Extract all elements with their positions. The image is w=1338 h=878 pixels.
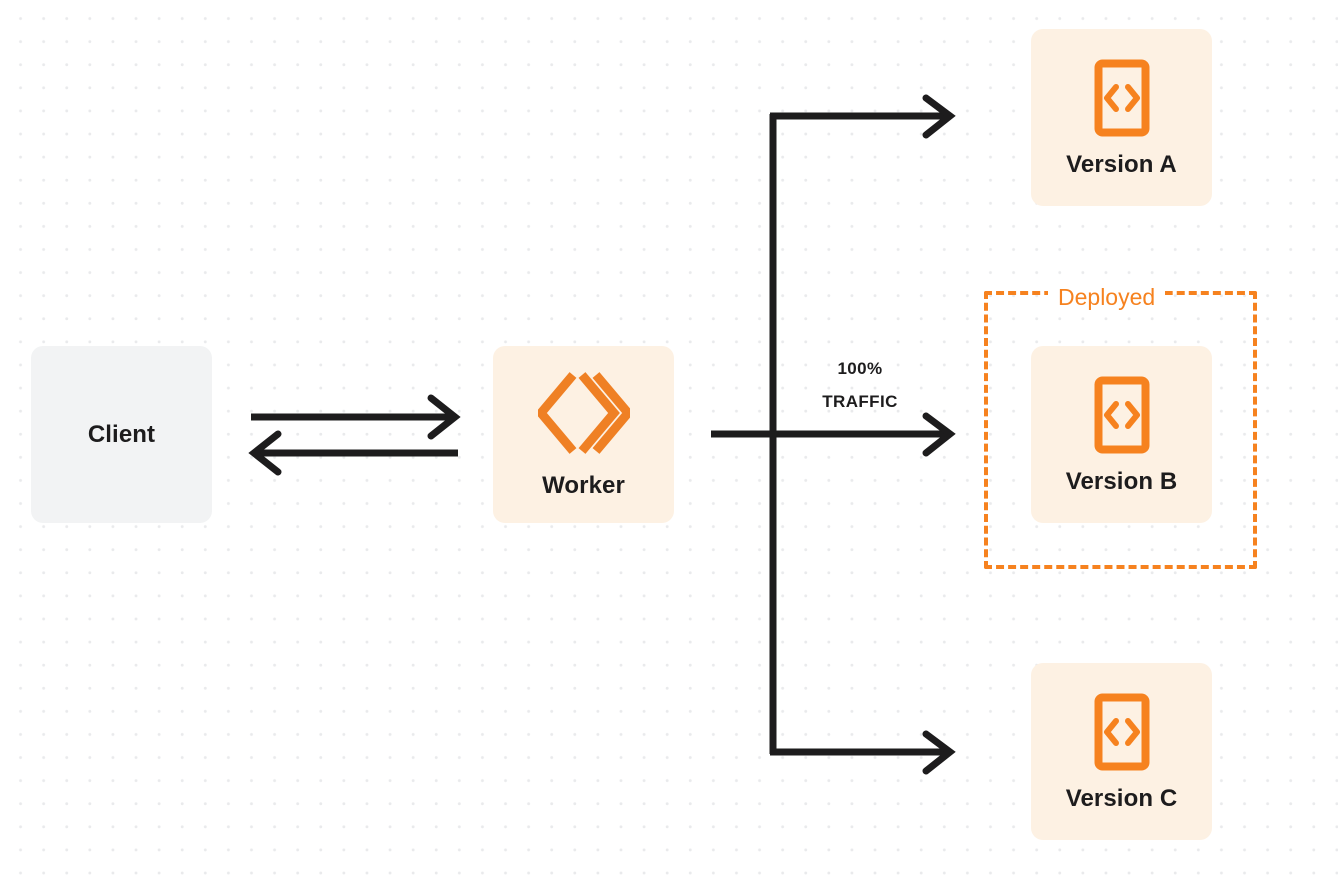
deployed-group-label: Deployed <box>1048 286 1166 309</box>
node-version-a-label: Version A <box>1066 150 1177 178</box>
edge-to-version-c <box>770 730 956 775</box>
edge-to-version-b <box>711 412 956 457</box>
node-worker[interactable]: Worker <box>493 346 674 523</box>
traffic-label: 100% TRAFFIC <box>790 352 930 418</box>
node-worker-label: Worker <box>542 471 625 499</box>
node-version-c[interactable]: Version C <box>1031 663 1212 840</box>
node-version-c-label: Version C <box>1065 784 1178 812</box>
code-brackets-icon <box>1094 59 1150 137</box>
node-version-a[interactable]: Version A <box>1031 29 1212 206</box>
traffic-percent: 100% <box>837 359 883 378</box>
node-version-b-label: Version B <box>1065 467 1178 495</box>
code-brackets-icon <box>1094 376 1150 454</box>
cloudflare-workers-logo-icon <box>534 370 634 456</box>
node-client[interactable]: Client <box>31 346 212 523</box>
node-version-b[interactable]: Version B <box>1031 346 1212 523</box>
code-brackets-icon <box>1094 693 1150 771</box>
node-client-label: Client <box>87 420 156 448</box>
edge-to-version-a <box>770 94 956 139</box>
traffic-word: TRAFFIC <box>822 392 898 412</box>
edge-worker-to-client <box>248 430 458 476</box>
edge-client-to-worker <box>251 394 461 440</box>
